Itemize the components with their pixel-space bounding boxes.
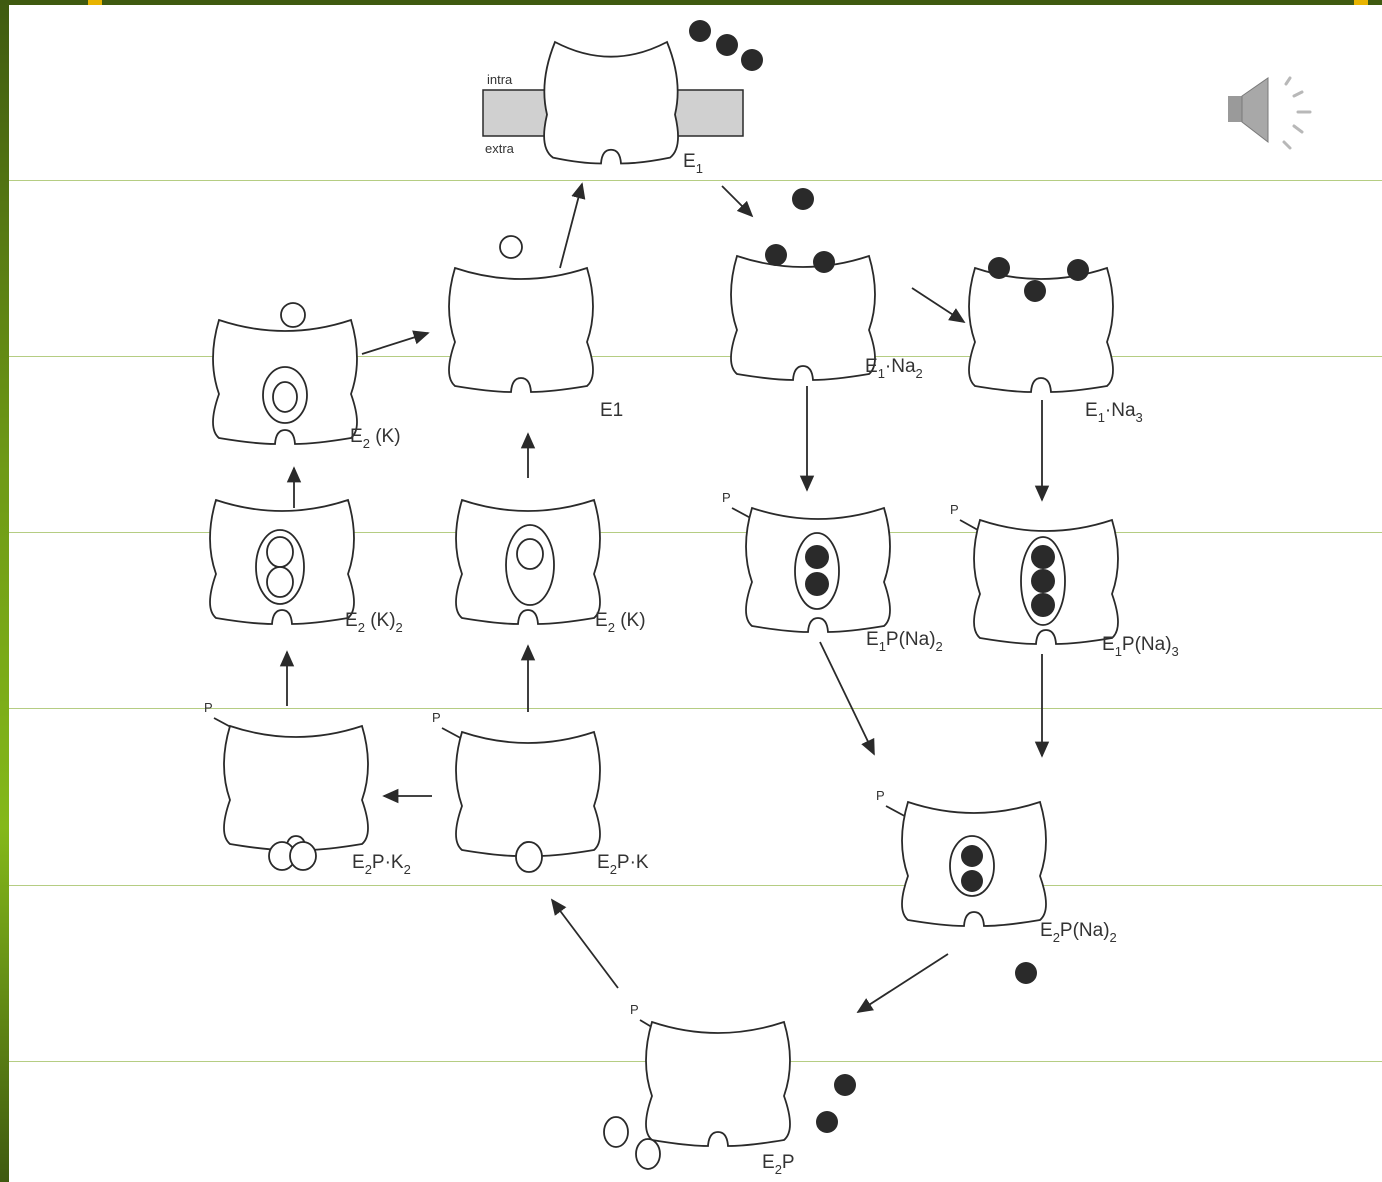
- label-e2pk: E2P·K: [597, 852, 649, 877]
- pump-e2pk2: [223, 725, 369, 851]
- pump-e1pna2: [745, 507, 891, 633]
- pump-e2pk: [455, 731, 601, 857]
- speaker-icon[interactable]: [1228, 76, 1312, 150]
- phosphate-label: P: [876, 788, 885, 803]
- label-e2p: E2P: [762, 1152, 795, 1177]
- k-ion: [603, 1116, 629, 1148]
- na-ion: [716, 34, 738, 56]
- label-e1pna2: E1P(Na)2: [866, 629, 943, 654]
- label-e1-mid: E1: [600, 400, 623, 421]
- top-accent-bar: [0, 0, 1382, 5]
- label-e2k-mid: E2 (K): [595, 610, 646, 635]
- label-e1na3: E1·Na3: [1085, 400, 1143, 425]
- na-ion: [988, 257, 1010, 279]
- ruled-line: [9, 356, 1382, 357]
- extra-label: extra: [485, 141, 515, 156]
- na-ion: [741, 49, 763, 71]
- k-ion: [499, 235, 523, 259]
- label-e2pna2: E2P(Na)2: [1040, 920, 1117, 945]
- cycle-arrows: [279, 182, 1050, 1013]
- na-ion: [813, 251, 835, 273]
- label-e2k-top: E2 (K): [350, 426, 401, 451]
- left-accent-bar: [0, 0, 9, 1182]
- na-ion: [1067, 259, 1089, 281]
- k-ion: [280, 302, 306, 328]
- na-ion: [792, 188, 814, 210]
- na-ion: [834, 1074, 856, 1096]
- phosphate-label: P: [204, 700, 213, 715]
- ruled-line: [9, 885, 1382, 886]
- phosphate-label: P: [432, 710, 441, 725]
- corner-marker-left: [88, 0, 102, 5]
- ruled-line: [9, 180, 1382, 181]
- phosphate-label: P: [630, 1002, 639, 1017]
- na-ion: [689, 20, 711, 42]
- label-e1na2: E1·Na2: [865, 356, 923, 381]
- ruled-line: [9, 532, 1382, 533]
- na-ion: [765, 244, 787, 266]
- phosphate-label: P: [950, 502, 959, 517]
- pump-e1na2: [730, 255, 876, 381]
- pump-e1-mid: [448, 267, 594, 393]
- k-ion: [635, 1138, 661, 1170]
- na-ion: [1015, 962, 1037, 984]
- label-e2k2: E2 (K)2: [345, 610, 403, 635]
- label-e1pna3: E1P(Na)3: [1102, 634, 1179, 659]
- pump-e2p: [645, 1021, 791, 1147]
- phosphate-label: P: [722, 490, 731, 505]
- label-e2pk2: E2P·K2: [352, 852, 411, 877]
- label-e1-top: E1: [683, 151, 703, 176]
- ruled-line: [9, 708, 1382, 709]
- na-ion: [1024, 280, 1046, 302]
- corner-marker-right: [1354, 0, 1368, 5]
- na-ion: [816, 1111, 838, 1133]
- intra-label: intra: [487, 72, 513, 87]
- pump-e1-top: [543, 40, 679, 165]
